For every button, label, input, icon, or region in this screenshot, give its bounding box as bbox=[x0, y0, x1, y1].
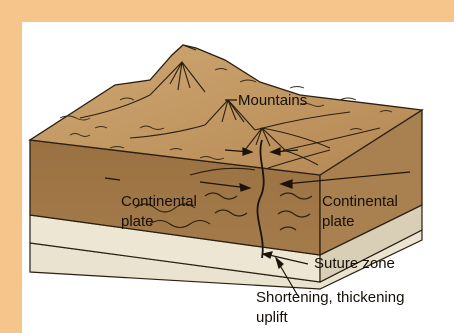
label-right-plate-line1: Continental bbox=[322, 193, 398, 210]
label-result-line1: Shortening, thickening bbox=[256, 289, 404, 306]
label-result-line2: uplift bbox=[256, 309, 289, 326]
label-suture-zone: Suture zone bbox=[314, 255, 395, 272]
label-mountains: Mountains bbox=[238, 92, 307, 109]
label-right-plate-line2: plate bbox=[322, 213, 355, 230]
label-left-plate-line2: plate bbox=[121, 213, 154, 230]
label-left-plate-line1: Continental bbox=[121, 193, 197, 210]
